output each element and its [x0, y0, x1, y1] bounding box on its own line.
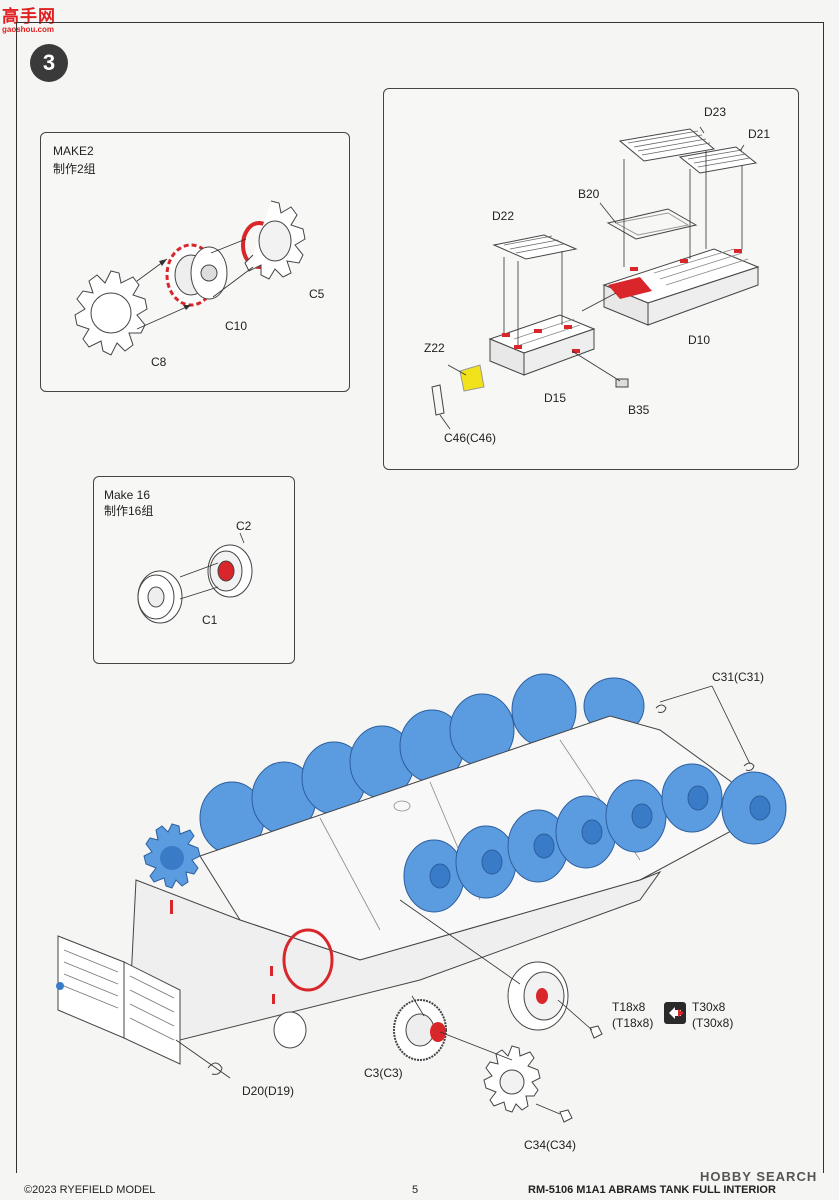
hull-parts-diagram — [431, 126, 760, 430]
d15-front-deck-drawing — [488, 314, 596, 376]
label-d10: D10 — [688, 333, 711, 347]
make16-title: Make 16 — [104, 488, 151, 502]
c3-gear-drawing — [393, 999, 447, 1061]
c34-nut-drawing — [559, 1109, 573, 1123]
sprocket-assembly-diagram — [74, 200, 306, 356]
footer-product: RM-5106 M1A1 ABRAMS TANK FULL INTERIOR — [528, 1184, 776, 1196]
idler-wheel-drawing — [273, 1011, 307, 1049]
label-d21: D21 — [748, 127, 771, 141]
make2-subtitle: 制作2组 — [53, 162, 96, 176]
step-number-badge: 3 — [30, 44, 68, 82]
footer-page-number: 5 — [412, 1184, 419, 1196]
label-t18: T18x8 — [612, 1000, 646, 1014]
hull-red-ring-drawing — [282, 928, 334, 992]
label-c46: C46(C46) — [444, 431, 497, 445]
hull-parts-box: D23 D21 B20 D22 Z22 D10 D15 B35 C46(C46) — [383, 88, 799, 470]
c8-sprocket-drawing — [74, 270, 148, 356]
d10-rear-deck-drawing — [602, 248, 760, 326]
d21-grille-drawing — [678, 146, 758, 174]
front-sprocket-drawing — [143, 823, 201, 889]
label-d23: D23 — [704, 105, 727, 119]
label-d15: D15 — [544, 391, 567, 405]
page-frame — [16, 22, 824, 1173]
label-t30: T30x8 — [692, 1000, 726, 1014]
d22-grille-drawing — [492, 234, 578, 260]
label-c1: C1 — [202, 613, 218, 627]
label-c3: C3(C3) — [364, 1066, 403, 1080]
c31-hook-drawing — [655, 704, 667, 713]
label-c31: C31(C31) — [712, 670, 765, 684]
c46-handle-drawing — [431, 384, 445, 416]
label-c8: C8 — [151, 355, 167, 369]
roadwheel-hubs — [429, 785, 771, 889]
watermark-text: 高手网 — [2, 7, 56, 26]
label-d22: D22 — [492, 209, 515, 223]
footer-watermark: HOBBY SEARCH — [700, 1169, 818, 1184]
rear-grille-drawing — [56, 935, 181, 1065]
c5-sprocket-drawing — [244, 200, 306, 280]
z22-plate-drawing — [459, 364, 485, 392]
b35-part-drawing — [615, 378, 629, 388]
d23-grille-drawing — [618, 128, 716, 162]
label-c34: C34(C34) — [524, 1138, 577, 1152]
t18-nut-drawing — [589, 1025, 603, 1039]
make2-box: MAKE2 制作2组 C5 C10 C8 — [40, 132, 350, 392]
d20-hook-drawing — [207, 1062, 223, 1075]
c1-wheel-drawing — [137, 570, 183, 624]
footer-copyright: ©2023 RYEFIELD MODEL — [24, 1184, 156, 1196]
label-t18b: (T18x8) — [612, 1016, 654, 1030]
b20-frame-drawing — [606, 208, 698, 240]
roadwheel-assembly-diagram — [137, 532, 253, 624]
c34-sprocket-drawing — [483, 1045, 541, 1113]
c2-wheel-drawing — [207, 544, 253, 598]
upper-roadwheel-row — [199, 673, 645, 855]
label-z22: Z22 — [424, 341, 445, 355]
label-t30b: (T30x8) — [692, 1016, 734, 1030]
label-c2: C2 — [236, 519, 252, 533]
label-c10: C10 — [225, 319, 248, 333]
label-d20: D20(D19) — [242, 1084, 295, 1098]
label-b20: B20 — [578, 187, 600, 201]
make16-box: Make 16 制作16组 C2 C1 — [93, 476, 295, 664]
red-detail-marks — [170, 900, 275, 1004]
label-c5: C5 — [309, 287, 325, 301]
watermark-subtext: gaoshou.com — [2, 25, 55, 34]
separate-roadwheel-drawing — [507, 961, 569, 1031]
watermark-logo: 高手网 gaoshou.com — [2, 2, 56, 34]
make2-title: MAKE2 — [53, 144, 94, 158]
c10-hub-drawing — [165, 243, 228, 307]
label-b35: B35 — [628, 403, 650, 417]
make16-subtitle: 制作16组 — [104, 504, 154, 518]
